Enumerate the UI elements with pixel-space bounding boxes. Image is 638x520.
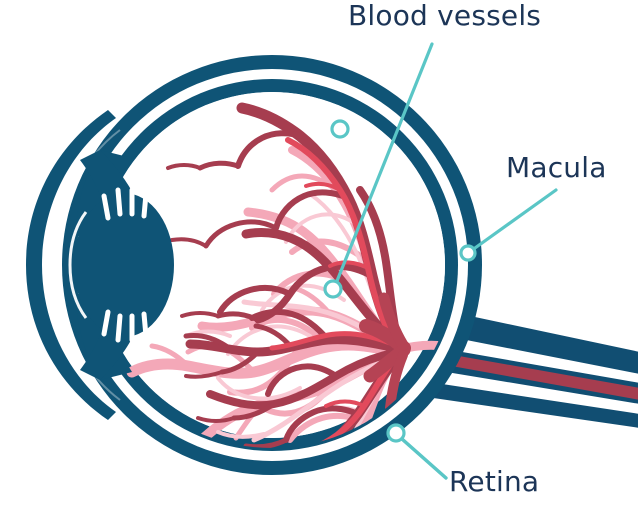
marker-macula[interactable] [459, 244, 477, 262]
leader-blood-vessels-upper [335, 42, 434, 283]
marker-blood-vessel-upper[interactable] [330, 119, 350, 139]
label-retina: Retina [449, 465, 540, 498]
callout-markers [323, 119, 477, 443]
optic-disc-vessel-bundle [359, 292, 411, 413]
retina-layer [99, 92, 445, 438]
marker-blood-vessel-center[interactable] [323, 279, 343, 299]
anterior-segment [26, 110, 174, 420]
label-macula: Macula [506, 151, 607, 184]
label-blood-vessels: Blood vessels [348, 0, 542, 32]
zonule-fibers-lower [101, 309, 149, 343]
zonule-fibers-upper [101, 187, 149, 221]
optic-nerve-head [430, 300, 638, 428]
marker-retina[interactable] [386, 423, 406, 443]
leader-blood-vessels-center [473, 188, 558, 250]
leader-retina [400, 437, 448, 480]
leader-lines [335, 42, 558, 480]
